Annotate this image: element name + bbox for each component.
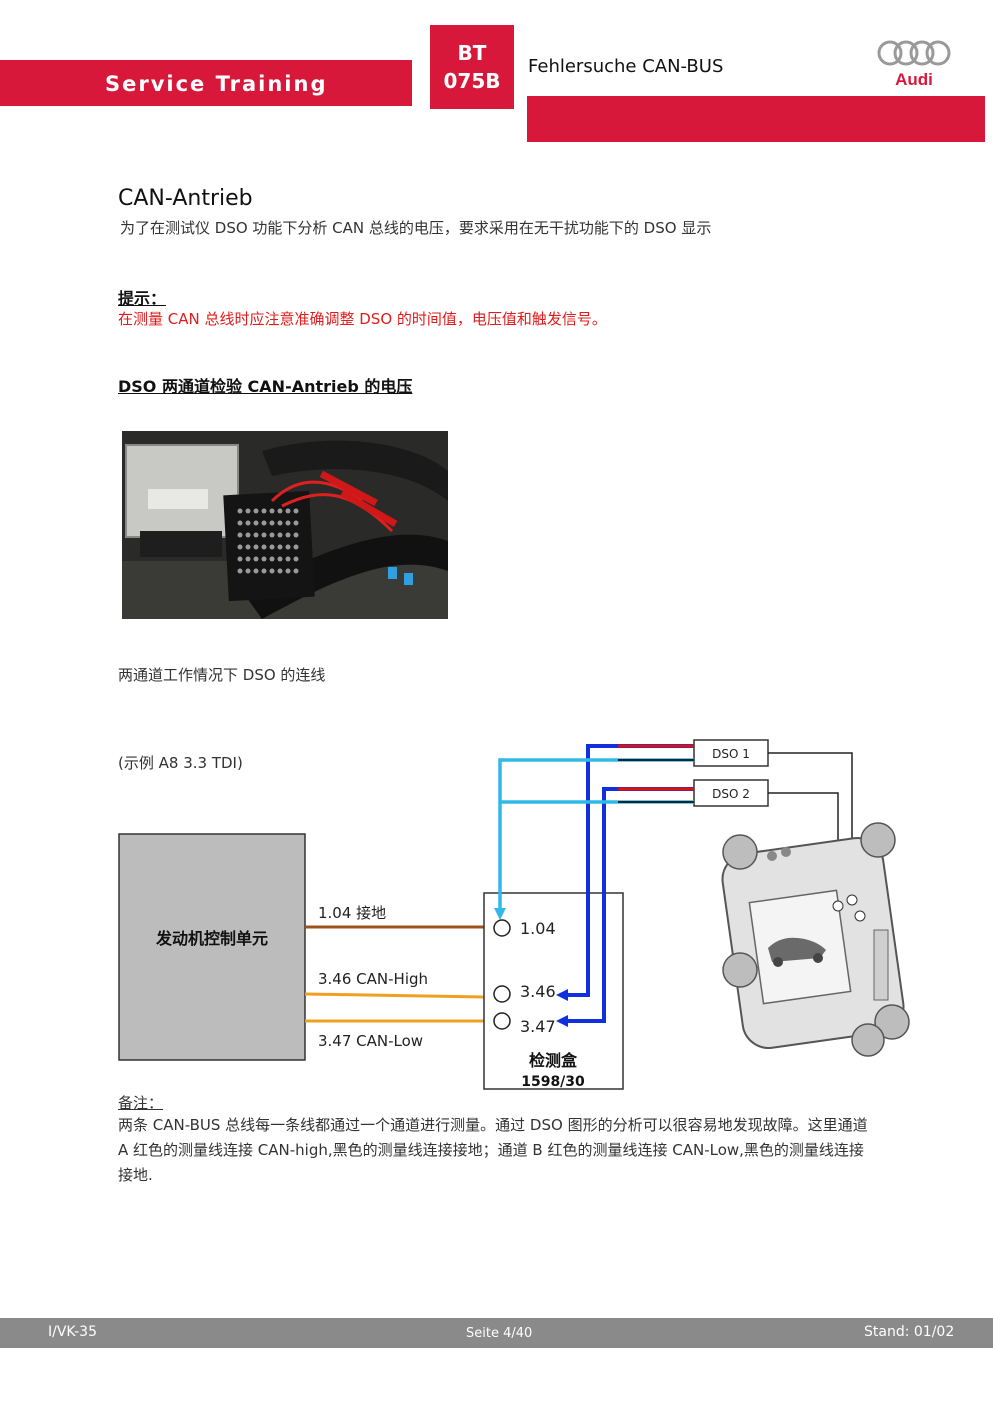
header-band-right bbox=[527, 96, 985, 142]
ecu-label: 发动机控制单元 bbox=[155, 929, 268, 948]
pin-1-label: 1.04 bbox=[520, 919, 556, 938]
pin-2-socket bbox=[493, 985, 511, 1003]
wire-can-high bbox=[304, 992, 485, 999]
channel-b-arrow bbox=[556, 1015, 568, 1027]
remark-text: 两条 CAN-BUS 总线每一条线都通过一个通道进行测量。通过 DSO 图形的分… bbox=[118, 1116, 868, 1184]
pin-2-label: 3.46 bbox=[520, 982, 556, 1001]
test-box-number: 1598/30 bbox=[521, 1074, 585, 1090]
dso2-box bbox=[693, 779, 769, 807]
sub-heading: DSO 两通道检验 CAN-Antrieb 的电压 bbox=[118, 377, 413, 396]
dso1-label: DSO 1 bbox=[712, 747, 750, 761]
header-title: Fehlersuche CAN-BUS bbox=[528, 56, 724, 77]
test-box-label: 检测盒 bbox=[529, 1051, 578, 1070]
audi-logo: Audi bbox=[877, 40, 951, 89]
channel-a-arrow bbox=[556, 989, 568, 1001]
intro-text: 为了在测试仪 DSO 功能下分析 CAN 总线的电压，要求采用在无干扰功能下的 … bbox=[120, 219, 712, 237]
footer-bar: I/VK-35 Seite 4/40 Stand: 01/02 bbox=[0, 1318, 993, 1348]
channel-a-ground-arrow bbox=[494, 908, 506, 920]
footer-date: Stand: 01/02 bbox=[864, 1324, 955, 1340]
photo-caption: 两通道工作情况下 DSO 的连线 bbox=[118, 666, 326, 684]
ecu-box bbox=[118, 833, 306, 1061]
pin-3-socket bbox=[493, 1012, 511, 1030]
dso1-box bbox=[693, 739, 769, 767]
brand-label: Service Training bbox=[105, 72, 328, 96]
hint-label: 提示： bbox=[118, 289, 167, 308]
test-box-photo bbox=[122, 431, 448, 619]
hint-text: 在测量 CAN 总线时应注意准确调整 DSO 的时间值，电压值和触发信号。 bbox=[118, 310, 607, 328]
pin-1-socket bbox=[493, 919, 511, 937]
footer-department: I/VK-35 bbox=[48, 1324, 97, 1340]
example-note: (示例 A8 3.3 TDI) bbox=[118, 754, 243, 772]
wire-ground-label: 1.04 接地 bbox=[318, 904, 386, 922]
remark-label: 备注： bbox=[118, 1094, 164, 1112]
pin-3-label: 3.47 bbox=[520, 1017, 556, 1036]
footer-page-number: Seite 4/40 bbox=[466, 1326, 533, 1341]
audi-logo-text: Audi bbox=[895, 70, 933, 89]
wire-can-low-label: 3.47 CAN-Low bbox=[318, 1032, 423, 1050]
wiring-diagram: 发动机控制单元 1.04 接地 3.46 CAN-High 3.47 CAN-L… bbox=[118, 739, 910, 1090]
wire-can-high-label: 3.46 CAN-High bbox=[318, 970, 428, 988]
dso2-label: DSO 2 bbox=[712, 787, 750, 801]
document-code-box: BT 075B bbox=[430, 25, 514, 109]
section-title: CAN-Antrieb bbox=[118, 186, 253, 211]
document-code-line2: 075B bbox=[443, 69, 501, 93]
document-code-line1: BT bbox=[457, 41, 487, 65]
channel-a-black-lead bbox=[498, 758, 694, 912]
header-band-left bbox=[0, 60, 412, 106]
tester-device-icon bbox=[721, 822, 910, 1057]
